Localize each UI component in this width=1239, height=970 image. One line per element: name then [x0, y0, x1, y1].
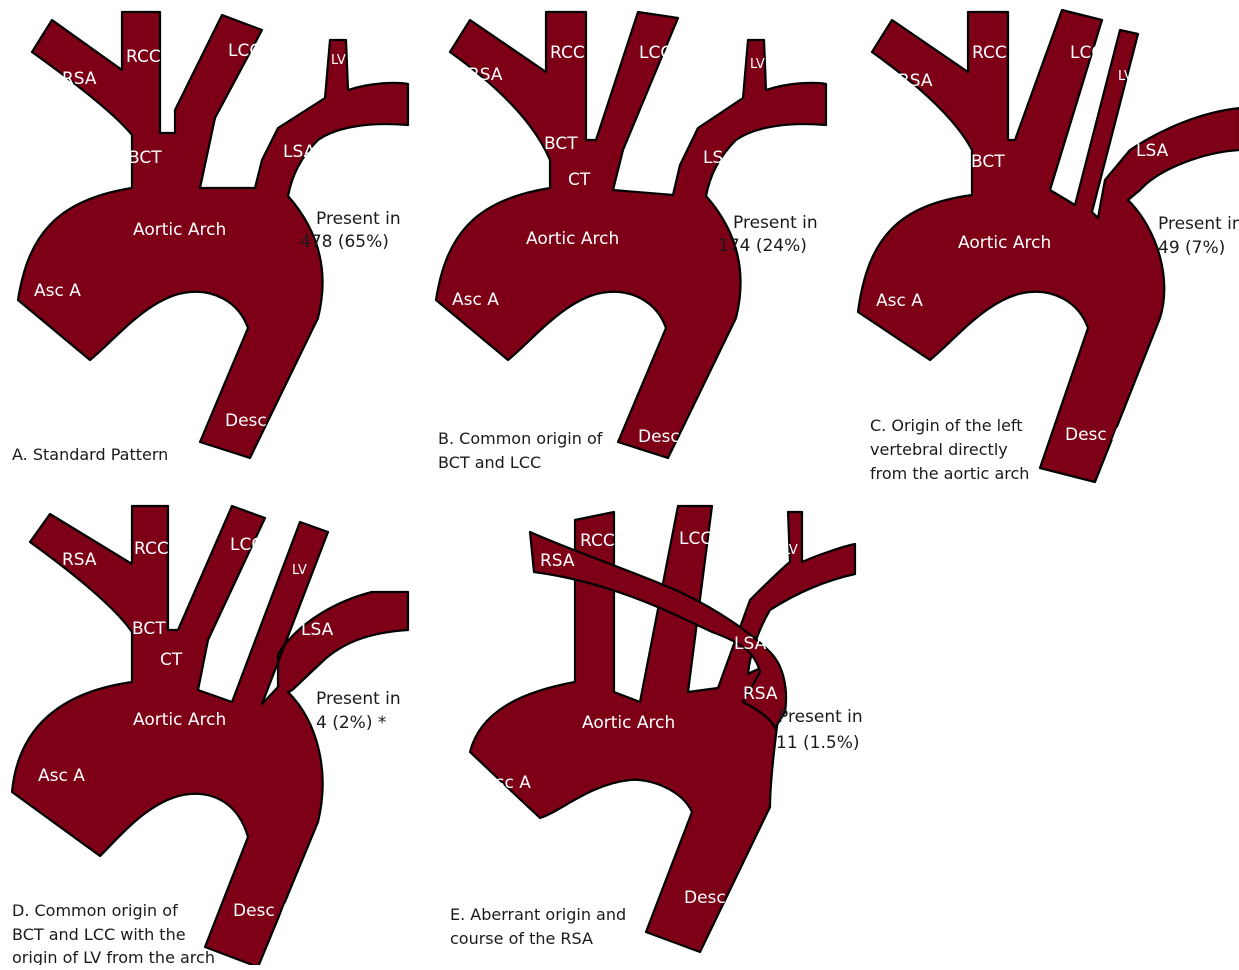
caption-e-line2: course of the RSA	[450, 929, 593, 948]
label-desc-a-c: Desc A	[1065, 425, 1124, 445]
panel-b: RSA RCC LCC LV BCT CT LSA Aortic Arch As…	[436, 12, 826, 472]
label-lv-c: LV	[1118, 69, 1133, 84]
label-asc-a-d: Asc A	[38, 766, 85, 786]
label-lsa-b: LSA	[703, 148, 736, 168]
label-rcc-a: RCC	[126, 47, 161, 67]
label-rcc-d: RCC	[134, 539, 169, 559]
present-in-c-line1: Present in	[1158, 214, 1239, 234]
label-rcc-c: RCC	[972, 43, 1007, 63]
label-bct-d: BCT	[132, 619, 166, 639]
label-lv-d: LV	[292, 563, 307, 578]
label-bct-a: BCT	[128, 148, 162, 168]
label-rsa-aberrant-e: RSA	[743, 684, 778, 704]
label-lcc-c: LCC	[1070, 43, 1103, 63]
panel-e: RSA RCC LCC LV LSA RSA Aortic Arch Asc A…	[450, 506, 863, 952]
caption-a-line1: A. Standard Pattern	[12, 445, 168, 464]
label-rsa-b: RSA	[468, 65, 503, 85]
caption-e-line1: E. Aberrant origin and	[450, 905, 626, 924]
label-rsa-a: RSA	[62, 69, 97, 89]
caption-d-line1: D. Common origin of	[12, 901, 178, 920]
label-lsa-e: LSA	[734, 634, 767, 654]
present-in-d-line1: Present in	[316, 689, 401, 709]
label-bct-b: BCT	[544, 134, 578, 154]
label-lv-a: LV	[331, 53, 346, 68]
label-lv-b: LV	[750, 57, 765, 72]
label-aortic-arch-b: Aortic Arch	[526, 229, 619, 249]
caption-c-line2: vertebral directly	[870, 440, 1008, 459]
label-aortic-arch-e: Aortic Arch	[582, 713, 675, 733]
label-desc-a-d: Desc A	[233, 901, 292, 921]
present-in-b-line1: Present in	[733, 213, 818, 233]
label-rcc-b: RCC	[550, 43, 585, 63]
caption-b-line1: B. Common origin of	[438, 429, 603, 448]
panel-d: RSA RCC LCC LV BCT CT LSA Aortic Arch As…	[12, 506, 408, 965]
label-lsa-a: LSA	[283, 142, 316, 162]
vessel-shape-d	[12, 506, 408, 965]
label-lsa-c: LSA	[1136, 141, 1169, 161]
panel-a: RSA RCC LCC LV BCT LSA Aortic Arch Asc A…	[12, 12, 408, 464]
label-aortic-arch-c: Aortic Arch	[958, 233, 1051, 253]
label-aortic-arch-d: Aortic Arch	[133, 710, 226, 730]
present-in-a-line2: 478 (65%)	[300, 232, 389, 252]
label-ct-d: CT	[160, 650, 183, 670]
caption-d-line2: BCT and LCC with the	[12, 925, 186, 944]
present-in-a-line1: Present in	[316, 209, 401, 229]
label-lcc-d: LCC	[230, 535, 263, 555]
label-rcc-e: RCC	[580, 531, 615, 551]
label-desc-a-b: Desc A	[638, 427, 697, 447]
label-lv-e: LV	[783, 543, 798, 558]
present-in-e-line2: 11 (1.5%)	[776, 733, 860, 753]
label-lsa-d: LSA	[301, 620, 334, 640]
present-in-d-line2: 4 (2%) *	[316, 713, 386, 733]
label-rsa-e: RSA	[540, 551, 575, 571]
label-lcc-b: LCC	[639, 43, 672, 63]
label-aortic-arch-a: Aortic Arch	[133, 220, 226, 240]
label-asc-a-e: Asc A	[484, 773, 531, 793]
label-asc-a-c: Asc A	[876, 291, 923, 311]
label-lcc-e: LCC	[679, 529, 712, 549]
label-bct-c: BCT	[971, 152, 1005, 172]
label-rsa-c: RSA	[898, 71, 933, 91]
caption-c-line1: C. Origin of the left	[870, 416, 1023, 435]
label-desc-a-a: Desc A	[225, 411, 284, 431]
label-ct-b: CT	[568, 170, 591, 190]
present-in-c-line2: 49 (7%)	[1158, 238, 1225, 258]
panel-c: RSA RCC LCC LV BCT LSA Aortic Arch Asc A…	[858, 10, 1239, 483]
present-in-e-line1: Present in	[778, 707, 863, 727]
caption-b-line2: BCT and LCC	[438, 453, 541, 472]
caption-d-line3: origin of LV from the arch	[12, 948, 215, 965]
caption-c-line3: from the aortic arch	[870, 464, 1029, 483]
label-lcc-a: LCC	[228, 41, 261, 61]
label-asc-a-b: Asc A	[452, 290, 499, 310]
label-desc-a-e: Desc A	[684, 888, 743, 908]
label-asc-a-a: Asc A	[34, 281, 81, 301]
present-in-b-line2: 174 (24%)	[718, 236, 807, 256]
label-rsa-d: RSA	[62, 550, 97, 570]
